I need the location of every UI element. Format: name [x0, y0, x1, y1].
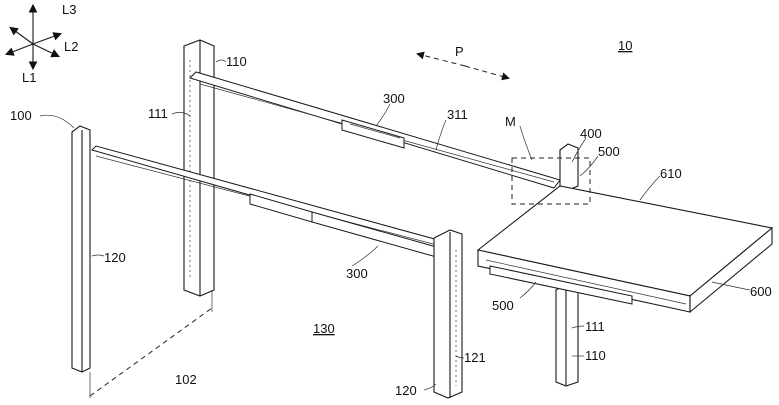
front-post-right	[433, 229, 463, 399]
label-holes-front: 121	[464, 350, 486, 365]
label-rear-post-bottom: 110	[585, 348, 606, 363]
space-label: 130	[313, 321, 335, 336]
rear-post-left	[183, 39, 215, 297]
label-rail-top: 300	[383, 91, 405, 106]
label-front-post-left: 120	[104, 250, 126, 265]
leader-lines	[39, 59, 751, 391]
upper-rail	[189, 71, 561, 189]
label-front-post-right: 120	[395, 383, 417, 398]
axis-l2-label: L2	[64, 39, 78, 54]
label-device-top: 610	[660, 166, 682, 181]
label-holes-bottom: 111	[585, 319, 605, 334]
axis-l1-label: L1	[22, 70, 36, 85]
label-device: 600	[750, 284, 772, 299]
label-slide-bottom: 500	[492, 298, 514, 313]
label-rail-section: 311	[447, 107, 468, 122]
label-rack: 100	[10, 108, 32, 123]
figure-ref-label: 10	[618, 38, 632, 53]
lower-rail	[91, 145, 461, 259]
width-label: 102	[175, 372, 197, 387]
axis-l3-label: L3	[62, 2, 76, 17]
direction-indicator: P	[416, 44, 510, 81]
axis-indicator: L3 L2 L1	[4, 2, 78, 85]
label-slide-top: 500	[598, 144, 620, 159]
detail-label: M	[505, 114, 516, 129]
front-post-left	[71, 125, 91, 373]
label-bracket: 400	[580, 126, 602, 141]
device-box	[476, 185, 774, 314]
label-rear-post-top: 110	[226, 54, 247, 69]
label-rail-bottom: 300	[346, 266, 368, 281]
direction-label: P	[455, 44, 464, 59]
detail-box	[511, 157, 591, 205]
rear-post-right	[555, 143, 579, 387]
width-dimension	[89, 290, 213, 398]
label-holes-top: 111	[148, 106, 168, 121]
